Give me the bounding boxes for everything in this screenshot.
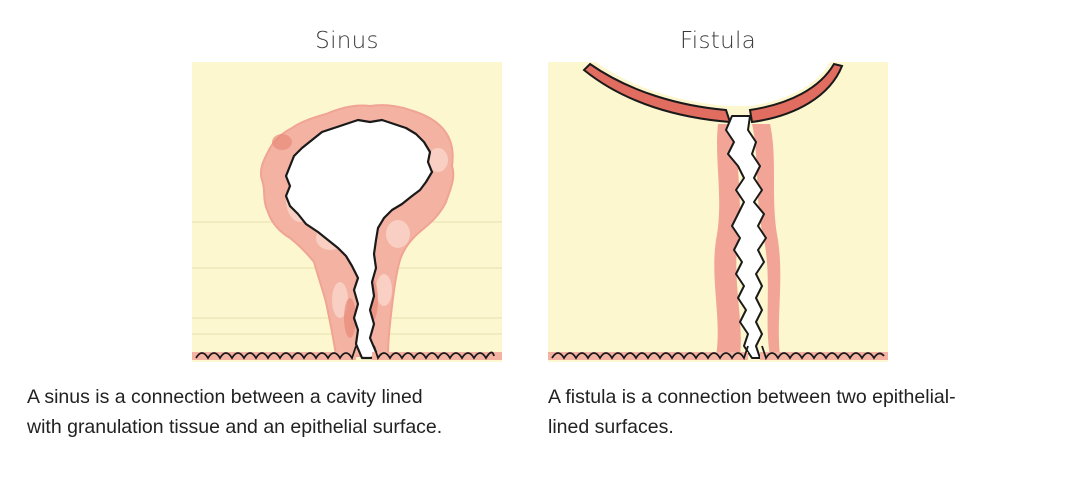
fistula-upper-organ-wall-right [748, 62, 844, 124]
sinus-illustration [192, 62, 502, 362]
fistula-tract-lining-left [714, 124, 741, 356]
sinus-caption-line-1: A sinus is a connection between a cavity… [27, 386, 423, 408]
fistula-surface-epithelium [548, 345, 888, 361]
fistula-illustration [548, 62, 888, 362]
fistula-tract-lining-right [752, 124, 781, 356]
fistula-caption-line-1: A fistula is a connection between two ep… [548, 386, 956, 408]
sinus-caption-line-2: with granulation tissue and an epithelia… [27, 416, 443, 438]
fistula-caption-line-2: lined surfaces. [548, 416, 674, 438]
sinus-caption: A sinus is a connection between a cavity… [27, 382, 527, 442]
fistula-caption: A fistula is a connection between two ep… [548, 382, 1048, 442]
fistula-title: Fistula [679, 28, 757, 54]
sinus-cavity [284, 118, 434, 360]
sinus-surface-epithelium [192, 345, 502, 361]
fistula-upper-lumen [596, 62, 830, 106]
sinus-title: Sinus [315, 28, 379, 54]
